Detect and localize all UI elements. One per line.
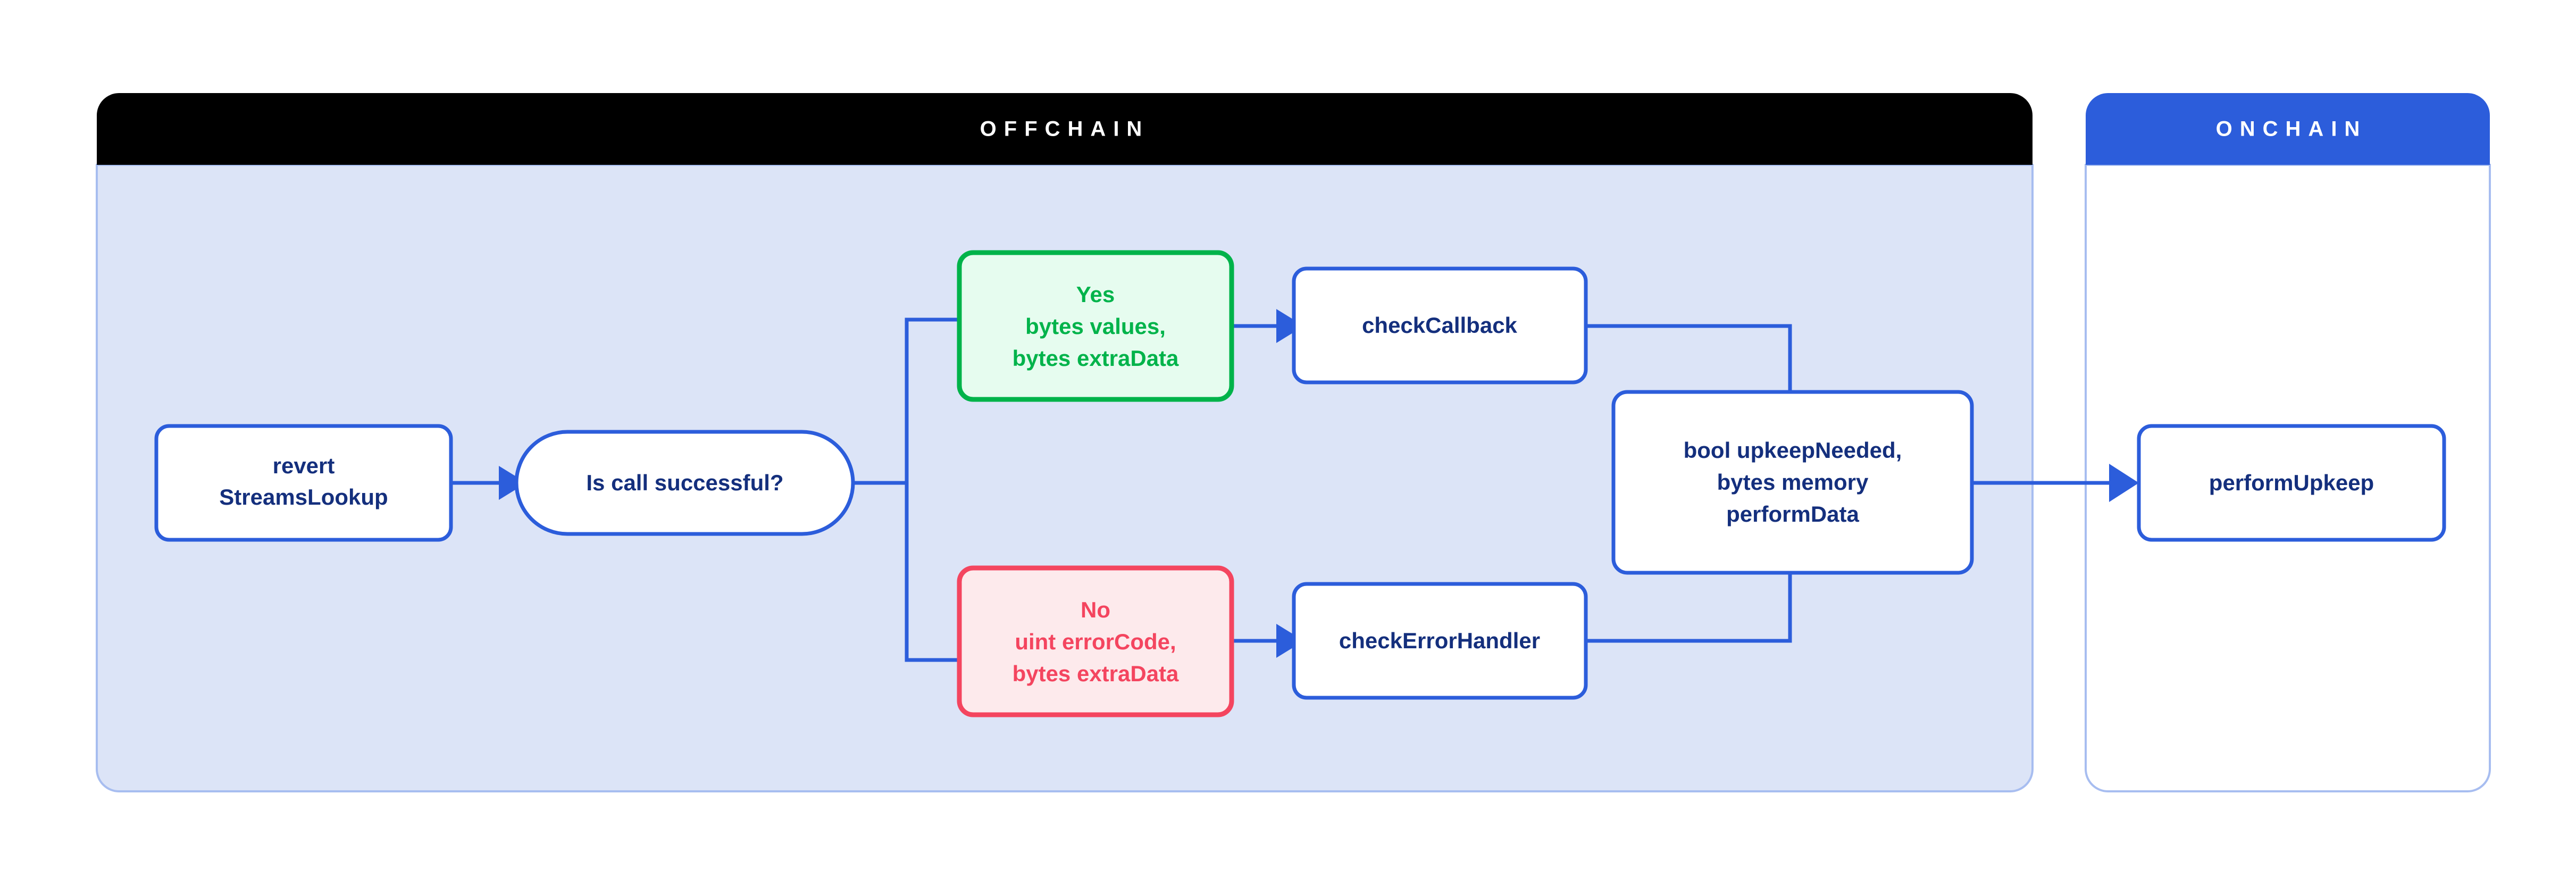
node-no-branch[interactable]: No uint errorCode, bytes extraData [957, 565, 1234, 717]
edge-decision-to-no [905, 483, 959, 662]
offchain-panel-title: OFFCHAIN [980, 118, 1150, 141]
connectors [451, 309, 2139, 662]
node-yes-branch[interactable]: Yes bytes values, bytes extraData [957, 250, 1234, 402]
node-no-branch-line-2: uint errorCode, [1015, 629, 1176, 654]
node-yes-branch-box[interactable] [957, 250, 1234, 402]
node-check-callback[interactable]: checkCallback [1292, 266, 1588, 385]
node-revert-streamslookup-line-2: StreamsLookup [219, 484, 388, 509]
node-check-error-handler-box[interactable] [1292, 582, 1588, 700]
node-no-branch-box[interactable] [957, 565, 1234, 717]
node-upkeep-needed-line-2: bytes memory [1717, 470, 1869, 495]
arrowhead-yes-to-check-callback [1276, 309, 1304, 343]
edge-check-callback-to-upkeep [1586, 324, 1792, 392]
arrowhead-revert-to-decision [499, 466, 526, 500]
node-no-branch-line-3: bytes extraData [1013, 661, 1179, 686]
node-upkeep-needed-line-3: performData [1726, 501, 1859, 526]
node-check-error-handler[interactable]: checkErrorHandler [1292, 582, 1588, 700]
node-perform-upkeep-label: performUpkeep [2209, 470, 2374, 495]
arrowhead-no-to-check-error-handler [1276, 624, 1304, 658]
node-revert-streamslookup-line-1: revert [273, 453, 335, 478]
onchain-panel-title: ONCHAIN [2216, 118, 2368, 141]
node-yes-branch-line-1: Yes [1076, 282, 1115, 307]
node-upkeep-needed-box[interactable] [1611, 390, 1974, 575]
node-is-call-successful[interactable]: Is call successful? [514, 430, 855, 536]
node-check-callback-label: checkCallback [1362, 313, 1517, 338]
node-upkeep-needed[interactable]: bool upkeepNeeded, bytes memory performD… [1611, 390, 1974, 575]
node-is-call-successful-label: Is call successful? [586, 470, 783, 495]
node-yes-branch-line-3: bytes extraData [1013, 346, 1179, 371]
node-revert-streamslookup[interactable]: revert StreamsLookup [154, 424, 453, 542]
node-no-branch-line-1: No [1081, 597, 1110, 622]
node-perform-upkeep-box[interactable] [2137, 424, 2446, 542]
edge-decision-to-yes [905, 317, 959, 483]
node-perform-upkeep[interactable]: performUpkeep [2137, 424, 2446, 542]
node-check-error-handler-label: checkErrorHandler [1339, 628, 1540, 653]
offchain-panel-header [97, 93, 2033, 165]
node-check-callback-box[interactable] [1292, 266, 1588, 385]
node-revert-streamslookup-box[interactable] [154, 424, 453, 542]
onchain-panel-header [2086, 93, 2490, 165]
node-is-call-successful-box[interactable] [514, 430, 855, 536]
node-upkeep-needed-line-1: bool upkeepNeeded, [1684, 438, 1902, 463]
arrowhead-upkeep-to-perform-upkeep [2109, 464, 2139, 502]
edge-check-error-handler-to-upkeep [1586, 572, 1792, 643]
node-yes-branch-line-2: bytes values, [1025, 314, 1166, 339]
